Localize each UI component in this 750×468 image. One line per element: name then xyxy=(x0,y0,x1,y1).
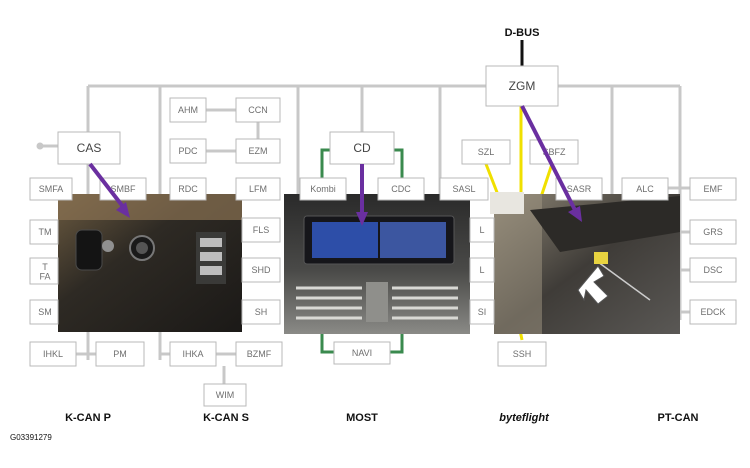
svg-text:SH: SH xyxy=(255,307,268,317)
svg-text:SBFZ: SBFZ xyxy=(542,147,566,157)
module-edck: EDCK xyxy=(689,299,737,325)
svg-text:L: L xyxy=(479,265,484,275)
svg-text:PDC: PDC xyxy=(178,146,198,156)
module-sm: SM xyxy=(29,299,59,325)
bus-label-kcan-s: K-CAN S xyxy=(203,412,249,424)
svg-text:FLS: FLS xyxy=(253,225,270,235)
module-ezm: EZM xyxy=(235,138,281,164)
svg-text:AHM: AHM xyxy=(178,105,198,115)
pointer-arrows xyxy=(88,105,582,226)
module-tm: TM xyxy=(29,219,59,245)
module-navi: NAVI xyxy=(333,341,391,365)
image-code: G03391279 xyxy=(10,433,52,442)
svg-text:EDCK: EDCK xyxy=(700,307,725,317)
module-smfa: SMFA xyxy=(29,177,73,201)
svg-text:EZM: EZM xyxy=(249,146,268,156)
module-si: SI xyxy=(469,299,495,325)
svg-text:SASR: SASR xyxy=(567,184,592,194)
svg-text:SMFA: SMFA xyxy=(39,184,64,194)
module-bzmf: BZMF xyxy=(235,341,283,367)
svg-text:LFM: LFM xyxy=(249,184,267,194)
bus-labels: K-CAN P K-CAN S MOST byteflight PT-CAN xyxy=(65,412,698,424)
svg-text:IHKA: IHKA xyxy=(182,349,203,359)
svg-text:BZMF: BZMF xyxy=(247,349,272,359)
module-sasl: SASL xyxy=(439,177,489,201)
dbus-label: D-BUS xyxy=(505,27,540,39)
svg-text:SM: SM xyxy=(38,307,52,317)
svg-text:CDC: CDC xyxy=(391,184,411,194)
svg-text:PM: PM xyxy=(113,349,127,359)
svg-text:CD: CD xyxy=(353,141,371,155)
svg-text:RDC: RDC xyxy=(178,184,198,194)
module-dsc: DSC xyxy=(689,257,737,283)
modules: ZGM CAS CD AHM CCN PDC EZM RDC LFM SMFA … xyxy=(29,65,737,407)
svg-text:L: L xyxy=(479,225,484,235)
svg-text:IHKL: IHKL xyxy=(43,349,63,359)
bus-label-ptcan: PT-CAN xyxy=(658,412,699,424)
svg-text:SHD: SHD xyxy=(251,265,271,275)
module-ahm: AHM xyxy=(169,97,207,123)
svg-text:CAS: CAS xyxy=(77,141,102,155)
most-loop xyxy=(320,148,404,354)
backbone-dots xyxy=(36,142,44,274)
module-l1: L xyxy=(469,217,495,243)
module-lfm: LFM xyxy=(235,177,281,201)
module-zgm: ZGM xyxy=(485,65,559,107)
module-pdc: PDC xyxy=(169,138,207,164)
module-kombi: Kombi xyxy=(299,177,347,201)
module-cas: CAS xyxy=(57,131,121,165)
svg-text:Kombi: Kombi xyxy=(310,184,336,194)
module-fls: FLS xyxy=(241,217,281,243)
module-ccn: CCN xyxy=(235,97,281,123)
module-sh: SH xyxy=(241,299,281,325)
svg-text:DSC: DSC xyxy=(703,265,723,275)
svg-text:SSH: SSH xyxy=(513,349,532,359)
svg-text:TFA: TFA xyxy=(39,262,50,281)
svg-text:WIM: WIM xyxy=(216,390,235,400)
module-grs: GRS xyxy=(689,219,737,245)
svg-text:SI: SI xyxy=(478,307,487,317)
module-pm: PM xyxy=(95,341,145,367)
bus-label-kcan-p: K-CAN P xyxy=(65,412,111,424)
module-ihkl: IHKL xyxy=(29,341,77,367)
svg-text:SASL: SASL xyxy=(452,184,475,194)
module-cdc: CDC xyxy=(377,177,425,201)
module-l2: L xyxy=(469,257,495,283)
photo-footwell xyxy=(490,192,680,334)
svg-text:TM: TM xyxy=(39,227,52,237)
bus-label-most: MOST xyxy=(346,412,378,424)
svg-text:NAVI: NAVI xyxy=(352,348,372,358)
svg-text:ALC: ALC xyxy=(636,184,654,194)
module-shd: SHD xyxy=(241,257,281,283)
svg-text:SMBF: SMBF xyxy=(110,184,136,194)
photo-key-ignition xyxy=(58,194,242,332)
svg-text:ZGM: ZGM xyxy=(509,79,536,93)
module-alc: ALC xyxy=(621,177,669,201)
module-cd: CD xyxy=(329,131,395,165)
photo-display-screen xyxy=(284,194,470,334)
module-emf: EMF xyxy=(689,177,737,201)
svg-text:CCN: CCN xyxy=(248,105,268,115)
svg-text:SZL: SZL xyxy=(478,147,495,157)
module-rdc: RDC xyxy=(169,177,207,201)
bus-label-byteflight: byteflight xyxy=(499,412,550,424)
svg-text:GRS: GRS xyxy=(703,227,723,237)
module-sbfz: SBFZ xyxy=(529,139,579,165)
module-ihka: IHKA xyxy=(169,341,217,367)
module-wim: WIM xyxy=(203,383,247,407)
hand-pointer-icon xyxy=(577,265,609,305)
module-szl: SZL xyxy=(461,139,511,165)
module-ssh: SSH xyxy=(497,341,547,367)
svg-text:EMF: EMF xyxy=(704,184,724,194)
